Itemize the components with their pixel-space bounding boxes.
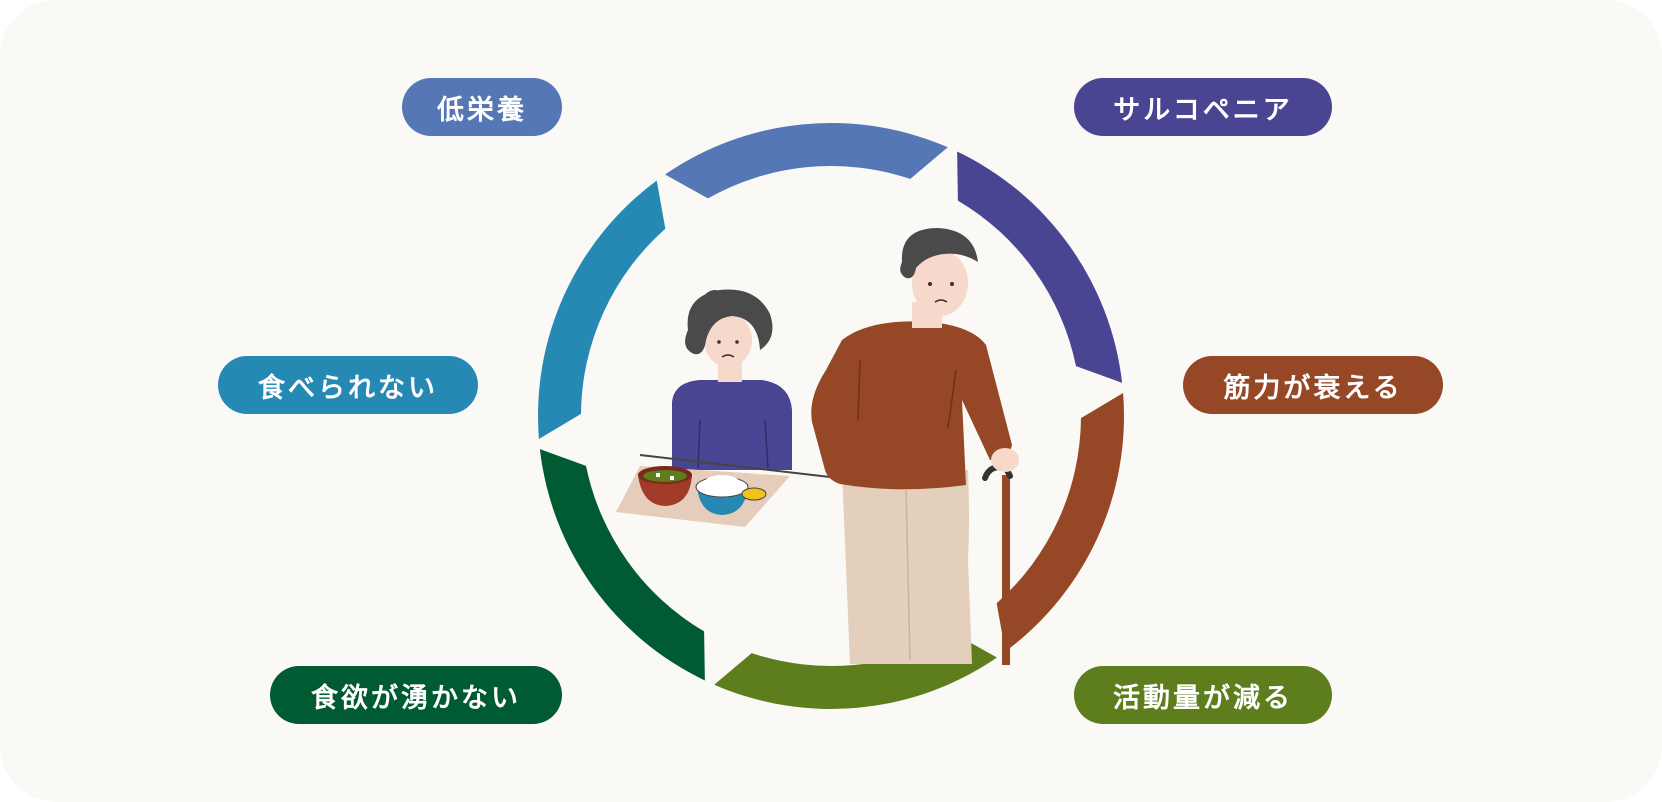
elderly-woman-illustration	[672, 289, 792, 470]
stage-label: 食べられない	[258, 372, 438, 404]
stage-pill-malnutrition: 低栄養	[402, 78, 562, 136]
cycle-segment-sarcopenia	[957, 151, 1123, 383]
side-dish-icon	[741, 487, 767, 501]
meal-table-illustration	[616, 454, 831, 527]
stage-label: 筋力が衰える	[1223, 372, 1403, 404]
stage-pill-less-activity: 活動量が減る	[1074, 666, 1332, 724]
cycle-segment-cannot-eat	[537, 180, 666, 439]
stage-label: 低栄養	[437, 94, 527, 126]
stage-pill-cannot-eat: 食べられない	[218, 356, 478, 414]
stage-pill-no-appetite: 食欲が湧かない	[270, 666, 562, 724]
elderly-man-illustration	[811, 228, 1019, 665]
stage-label: 食欲が湧かない	[311, 682, 521, 714]
stage-label: サルコペニア	[1113, 94, 1293, 126]
cycle-ring	[537, 122, 1124, 710]
stage-pill-muscle-decline: 筋力が衰える	[1183, 356, 1443, 414]
cycle-segment-malnutrition	[665, 122, 948, 199]
stage-label: 活動量が減る	[1113, 682, 1293, 714]
rice-bowl-icon	[695, 475, 749, 515]
cycle-segment-no-appetite	[539, 449, 705, 681]
stage-pill-sarcopenia: サルコペニア	[1074, 78, 1332, 136]
miso-soup-bowl-icon	[638, 466, 692, 506]
cycle-segment-muscle-decline	[996, 393, 1124, 652]
